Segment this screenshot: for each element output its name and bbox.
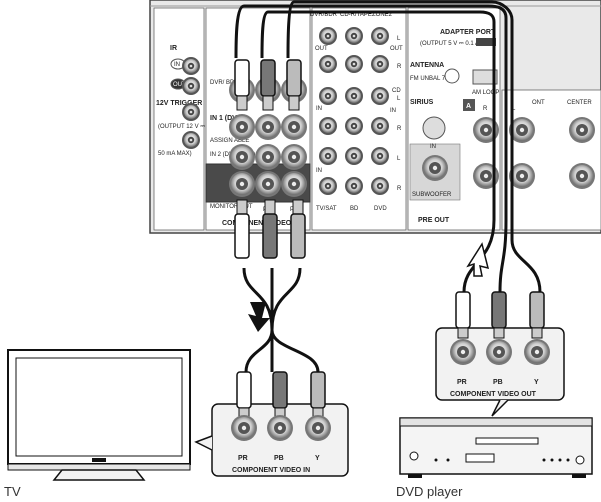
l-label-1: L	[397, 36, 401, 42]
receiver-monitor-plugs	[234, 199, 306, 259]
in-label-1: IN	[316, 106, 322, 112]
tv-pb-jack[interactable]	[267, 415, 293, 441]
dvd-pr-jack[interactable]	[450, 339, 476, 365]
dvd-y-jack[interactable]	[524, 339, 550, 365]
out-label-1: OUT	[315, 46, 328, 52]
dvd-pb-jack[interactable]	[486, 339, 512, 365]
cable-dvd-to-receiver-y	[234, 4, 508, 293]
in1-dvd-label: IN 1 (DVD)	[210, 115, 244, 122]
speaker-r-label: R	[483, 106, 488, 112]
dvr-bdr-label: DVR/ BDR	[210, 80, 239, 86]
speaker-a-badge	[463, 99, 475, 111]
tv-sat-label: TV/SAT	[316, 206, 337, 212]
am-loop-terminal[interactable]	[472, 69, 498, 85]
monitor-out-pb-jack[interactable]	[255, 171, 281, 197]
r-label-2: R	[397, 126, 402, 132]
adapter-port-label: ADAPTER PORT	[440, 29, 496, 36]
dvd-player-caption: DVD player	[396, 484, 463, 499]
sirius-port[interactable]	[422, 116, 446, 140]
trigger-label: 12V TRIGGER	[156, 100, 202, 107]
tv-set	[7, 349, 191, 481]
signal-arrow-up-icon	[466, 242, 490, 277]
tv-jack-label-y: Y	[315, 455, 320, 462]
dvd-jack-label-pb: PB	[493, 379, 503, 386]
dvd-label: DVD	[374, 206, 387, 212]
adapter-port[interactable]	[476, 38, 496, 46]
dvr-bdr-top-label: DVR/BDR	[310, 12, 338, 18]
dvd-panel-title: COMPONENT VIDEO OUT	[450, 391, 537, 398]
receiver-in1-plugs	[234, 59, 302, 111]
out-label-2: OUT	[390, 46, 403, 52]
l-label-3: L	[397, 156, 401, 162]
trigger-current-label: 50 mA MAX)	[158, 151, 192, 157]
subwoofer-label: SUBWOOFER	[412, 192, 452, 198]
in1-y-jack[interactable]	[229, 114, 255, 140]
subwoofer-jack[interactable]	[422, 155, 448, 181]
tv-pr-jack[interactable]	[231, 415, 257, 441]
monitor-out-pr-jack[interactable]	[281, 171, 307, 197]
trigger-jack-2[interactable]	[182, 131, 200, 149]
cd-label: CD	[392, 88, 401, 94]
ir-out-label: OUT	[173, 82, 186, 88]
tv-jack-label-pb: PB	[274, 455, 284, 462]
in-label-3: IN	[316, 168, 322, 174]
speaker-a-label: A	[466, 103, 471, 110]
tv-plugs	[236, 371, 326, 419]
ir-jack-2[interactable]	[182, 77, 200, 95]
sirius-label: SIRIUS	[410, 99, 434, 106]
cable-dvd-to-receiver-pr	[286, 0, 542, 293]
l-label-2: L	[397, 96, 401, 102]
trigger-jack-1[interactable]	[182, 103, 200, 121]
cable-receiver-to-tv-pr	[270, 267, 320, 373]
cd-r-tape-label: CD-R/TAPE	[340, 12, 372, 18]
dvd-jack-label-pr: PR	[457, 379, 467, 386]
am-loop-label: AM LOOP	[472, 90, 499, 96]
component-video-label: COMPONENT VIDEO	[222, 220, 292, 227]
r-label-3: R	[397, 186, 402, 192]
assignable-label: ASSIGN ABLE	[210, 138, 249, 144]
fm-unbal-label: FM UNBAL 75 Ω	[410, 76, 455, 82]
dvd-player	[399, 417, 593, 478]
antenna-label: ANTENNA	[410, 62, 444, 69]
r-label-1: R	[397, 64, 402, 70]
tv-caption: TV	[4, 484, 21, 499]
adapter-output-label: (OUTPUT 5 V ⎓ 0.1 A MAX)	[420, 41, 495, 47]
tv-component-in-panel	[194, 403, 349, 477]
in1-pb-jack[interactable]	[255, 114, 281, 140]
center-label: CENTER	[567, 100, 592, 106]
ir-jack-1[interactable]	[182, 57, 200, 75]
tv-jack-label-pr: PR	[238, 455, 248, 462]
sirius-in-label: IN	[430, 144, 436, 150]
dvd-plugs	[455, 291, 545, 339]
ir-in-label: IN	[174, 62, 180, 68]
tv-y-jack[interactable]	[305, 415, 331, 441]
front-label: ONT	[532, 100, 545, 106]
tv-panel-title: COMPONENT VIDEO IN	[232, 467, 310, 474]
bd-label: BD	[350, 206, 359, 212]
in-label-2: IN	[390, 108, 396, 114]
dvd-jack-label-y: Y	[534, 379, 539, 386]
monitor-out-y-jack[interactable]	[229, 171, 255, 197]
ir-label: IR	[170, 45, 177, 52]
zone2-label: ZONE2	[372, 12, 393, 18]
trigger-output-label: (OUTPUT 12 V ⎓	[158, 124, 205, 130]
fm-antenna-jack[interactable]	[444, 68, 460, 84]
monitor-out-label: MONITOR OUT	[210, 204, 253, 210]
pre-out-label: PRE OUT	[418, 217, 450, 224]
speaker-l-label: L	[512, 106, 516, 112]
signal-arrow-down-icon	[248, 302, 270, 332]
in1-pr-jack[interactable]	[281, 114, 307, 140]
